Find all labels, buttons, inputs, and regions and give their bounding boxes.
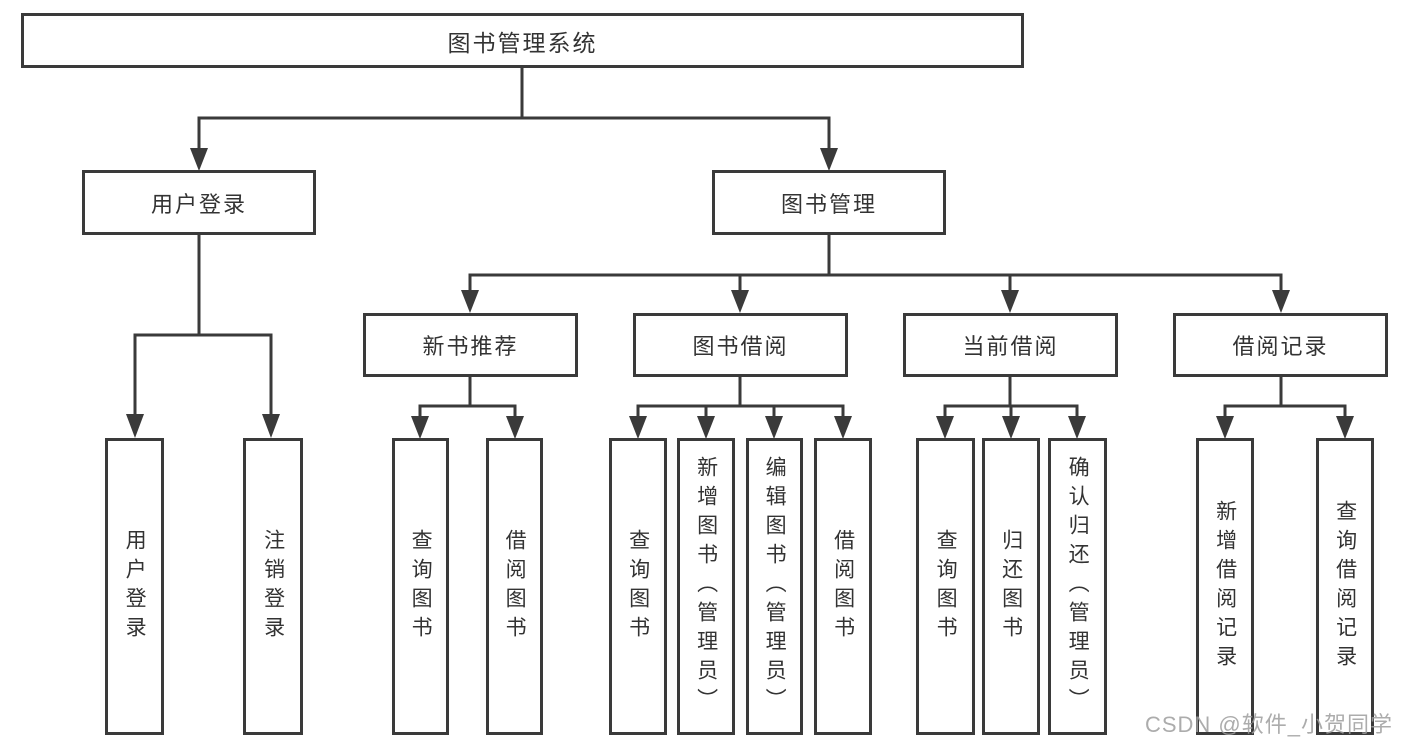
node-current-borrowing: 当前借阅 — [903, 313, 1118, 377]
node-borrowing-records: 借阅记录 — [1173, 313, 1388, 377]
leaf-return-books: 归还图书 — [982, 438, 1040, 735]
node-book-management: 图书管理 — [712, 170, 946, 235]
leaf-label: 归还图书 — [999, 528, 1023, 645]
leaf-label: 查询图书 — [934, 528, 958, 645]
leaf-label: 查询借阅记录 — [1333, 499, 1357, 674]
node-new-book-recommendation: 新书推荐 — [363, 313, 578, 377]
leaf-borrow-books-recommend: 借阅图书 — [486, 438, 543, 735]
leaf-query-books-current: 查询图书 — [916, 438, 975, 735]
leaf-logout: 注销登录 — [243, 438, 303, 735]
leaf-label: 新增借阅记录 — [1213, 499, 1237, 674]
leaf-label: 用户登录 — [123, 528, 147, 645]
leaf-label: 查询图书 — [409, 528, 433, 645]
leaf-query-books-recommend: 查询图书 — [392, 438, 449, 735]
node-label: 借阅记录 — [1232, 334, 1329, 359]
node-label: 当前借阅 — [962, 334, 1059, 359]
leaf-query-borrow-record: 查询借阅记录 — [1316, 438, 1374, 735]
csdn-watermark: CSDN @软件_小贺同学 — [1144, 712, 1393, 737]
node-label: 新书推荐 — [422, 334, 519, 359]
node-label: 图书管理 — [780, 191, 877, 217]
leaf-user-login: 用户登录 — [105, 438, 164, 735]
node-library-management-system: 图书管理系统 — [21, 13, 1024, 68]
leaf-borrow-books: 借阅图书 — [814, 438, 872, 735]
leaf-label: 借阅图书 — [503, 528, 527, 645]
leaf-add-books-admin: 新增图书（管理员） — [677, 438, 735, 735]
leaf-query-books-borrow: 查询图书 — [609, 438, 667, 735]
leaf-edit-books-admin: 编辑图书（管理员） — [746, 438, 803, 735]
node-label: 用户登录 — [150, 191, 247, 217]
leaf-label: 新增图书（管理员） — [694, 456, 718, 717]
node-user-login: 用户登录 — [82, 170, 316, 235]
node-label: 图书管理系统 — [447, 29, 598, 56]
leaf-confirm-return-admin: 确认归还（管理员） — [1048, 438, 1107, 735]
node-label: 图书借阅 — [692, 334, 789, 359]
leaf-label: 注销登录 — [261, 528, 285, 645]
leaf-add-borrow-record: 新增借阅记录 — [1196, 438, 1254, 735]
leaf-label: 借阅图书 — [831, 528, 855, 645]
leaf-label: 查询图书 — [626, 528, 650, 645]
node-book-borrowing: 图书借阅 — [633, 313, 848, 377]
leaf-label: 编辑图书（管理员） — [763, 456, 787, 717]
leaf-label: 确认归还（管理员） — [1066, 456, 1090, 717]
